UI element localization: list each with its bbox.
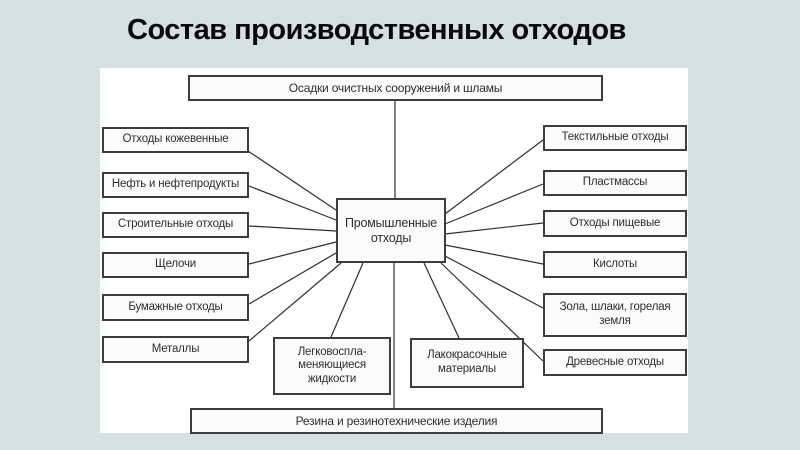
node-textile-waste: Текстильные отходы [543,125,687,151]
node-paint-materials: Лакокрасочные материалы [410,338,524,388]
node-construction-waste: Строительные отходы [102,212,249,238]
node-sludge: Осадки очистных сооружений и шламы [188,75,603,101]
node-leather-waste: Отходы кожевенные [102,127,249,153]
node-metals: Металлы [102,336,249,363]
node-industrial-waste: Промышленные отходы [336,198,446,263]
node-alkalis: Щелочи [102,252,249,278]
node-oil-products: Нефть и нефтепродукты [102,172,249,198]
page-title: Состав производственных отходов [127,14,626,46]
node-paper-waste: Бумажные отходы [102,294,249,321]
node-food-waste: Отходы пищевые [543,210,687,237]
node-ash-slag: Зола, шлаки, горелая земля [543,293,687,337]
node-flammable-line2: меняющиеся [298,359,366,372]
node-flammable-line3: жидкости [307,372,357,385]
node-flammable-line1: Легковоспла- [297,345,367,358]
node-plastics: Пластмассы [543,170,687,196]
node-wood-waste: Древесные отходы [543,349,687,376]
node-flammable-liquids: Легковоспла- меняющиеся жидкости [273,337,391,395]
node-rubber: Резина и резинотехнические изделия [190,408,603,434]
node-acids: Кислоты [543,251,687,278]
